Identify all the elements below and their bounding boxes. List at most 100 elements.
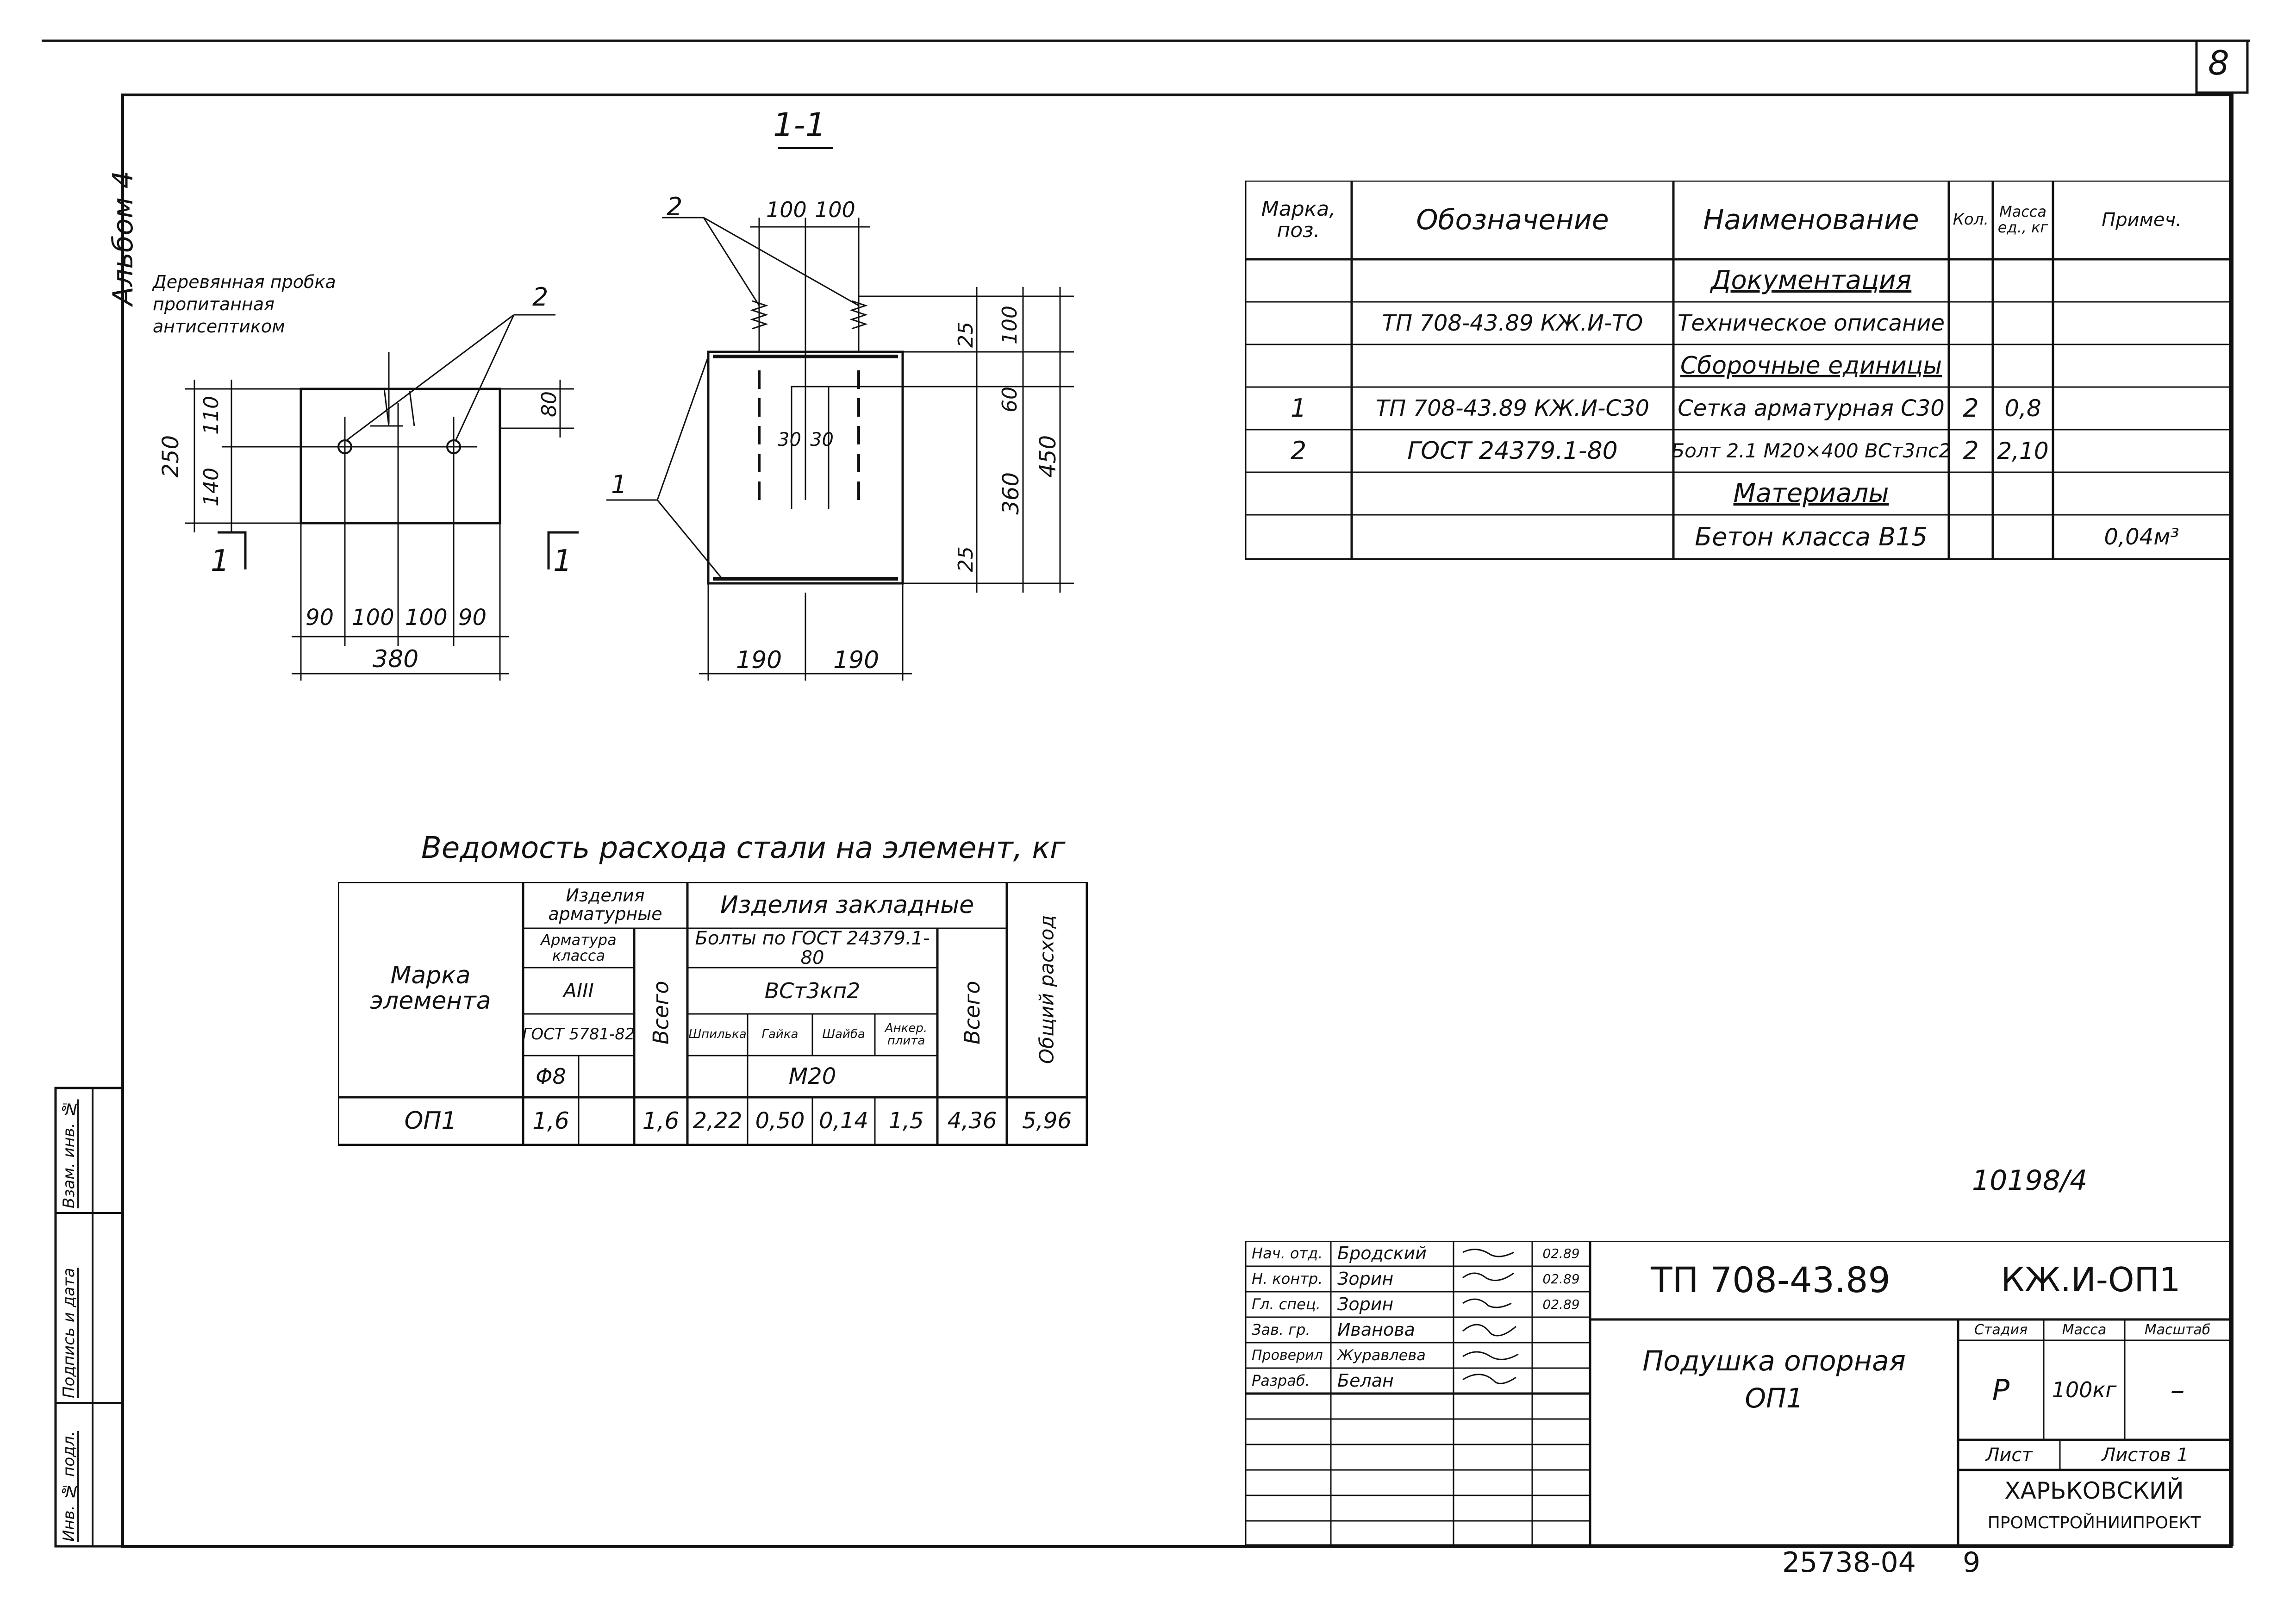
steel-header-washer: Шайба: [822, 1027, 865, 1042]
dim-r-360: 360: [998, 472, 1024, 515]
steel-row-rebar-dia: 1,6: [532, 1107, 569, 1135]
spec-row-note: 0,04м³: [2104, 524, 2179, 550]
tb-date-2: 02.89: [1542, 1296, 1580, 1312]
section-bolt-callout: 2: [667, 192, 683, 221]
tb-date-0: 02.89: [1542, 1245, 1580, 1261]
spec-row-qty: 2: [1963, 436, 1979, 465]
dim-r-100: 100: [998, 306, 1022, 344]
tb-sheets-label: Листов 1: [2102, 1444, 2189, 1466]
spec-header-mass: Масса ед., кг: [1997, 203, 2048, 236]
dim-bottom-190-b: 190: [833, 646, 880, 674]
dim-30-b: 30: [810, 429, 834, 450]
spec-row-name: Сетка арматурная С30: [1678, 395, 1945, 421]
spec-row-qty: 2: [1963, 393, 1979, 423]
steel-header-embed-total: Всего: [959, 981, 985, 1045]
steel-header-nut: Гайка: [761, 1027, 799, 1042]
steel-header-rebar-class-value: AIII: [563, 979, 594, 1002]
dim-100-a: 100: [352, 605, 394, 631]
tb-role-1: Н. контр.: [1252, 1269, 1323, 1288]
steel-row-stud: 2,22: [693, 1108, 742, 1134]
tb-role-3: Зав. гр.: [1252, 1320, 1310, 1338]
spec-table-grid: [1245, 181, 2231, 560]
tb-role-5: Разраб.: [1252, 1371, 1310, 1389]
tb-name-1: Зорин: [1337, 1268, 1394, 1289]
tb-name-4: Журавлева: [1337, 1346, 1426, 1364]
steel-row-nut: 0,50: [755, 1108, 805, 1134]
spec-row-name: Документация: [1710, 265, 1912, 295]
section-mark-right: 1: [553, 544, 572, 578]
dim-r-25-bottom: 25: [954, 546, 978, 572]
steel-row-embed-total: 4,36: [947, 1108, 997, 1134]
steel-header-embed-group: Изделия закладные: [720, 891, 974, 919]
dim-r-25-top: 25: [954, 322, 978, 348]
spec-row-designation: ГОСТ 24379.1-80: [1407, 437, 1618, 465]
plan-bolt-callout: 2: [532, 282, 549, 312]
dim-r-450: 450: [1035, 435, 1061, 478]
plug-label: Деревянная пробка: [153, 272, 336, 292]
tb-sheet-label: Лист: [1985, 1444, 2033, 1466]
title-block-grid: [1245, 1241, 2231, 1546]
dim-top-100-b: 100: [815, 197, 855, 222]
tb-date-1: 02.89: [1542, 1271, 1580, 1287]
spec-header-mark: Марка, поз.: [1261, 197, 1336, 242]
dim-r-60: 60: [998, 387, 1022, 413]
tb-item-mark: ОП1: [1745, 1382, 1803, 1414]
steel-row-rebar-total: 1,6: [642, 1107, 680, 1135]
tb-stage: Р: [1992, 1373, 2010, 1407]
spec-row-name: Болт 2.1 М20×400 ВСт3пс2: [1673, 439, 1949, 462]
spec-row-designation: ТП 708-43.89 КЖ.И-С30: [1375, 395, 1650, 421]
tb-doc-code: КЖ.И-ОП1: [2001, 1260, 2181, 1300]
plug-label-3: антисептиком: [153, 316, 285, 337]
tb-name-5: Белан: [1337, 1370, 1394, 1391]
plug-label-2: пропитанная: [153, 294, 275, 314]
section-title: 1-1: [773, 106, 826, 144]
sheet-number: 8: [2208, 44, 2229, 82]
steel-header-steel-grade: ВСт3кп2: [764, 978, 861, 1003]
section-mesh-callout: 1: [611, 470, 627, 499]
steel-row-mark: ОП1: [404, 1107, 457, 1135]
steel-row-grand-total: 5,96: [1022, 1108, 1072, 1134]
steel-header-rebar-group: Изделия арматурные: [548, 885, 662, 924]
tb-header-scale: Масштаб: [2144, 1321, 2211, 1338]
steel-header-rebar-diameter: Φ8: [536, 1063, 566, 1089]
dim-90-right: 90: [458, 605, 487, 631]
spec-row-name: Бетон класса В15: [1695, 522, 1928, 551]
tb-org-line-2: ПРОМСТРОЙНИИПРОЕКТ: [1987, 1513, 2201, 1533]
steel-header-m20: М20: [788, 1063, 836, 1089]
title-block: Нач. отд. Бродский 02.89 Н. контр. Зорин…: [1245, 1241, 2231, 1546]
spec-row-name: Материалы: [1733, 478, 1889, 508]
spec-row-name: Сборочные единицы: [1680, 351, 1942, 380]
spec-row-designation: ТП 708-43.89 КЖ.И-ТО: [1382, 310, 1643, 336]
spec-row-mark: 1: [1290, 393, 1307, 423]
tb-name-3: Иванова: [1337, 1319, 1415, 1340]
tb-project-code: ТП 708-43.89: [1651, 1259, 1890, 1301]
steel-table-grid: [338, 882, 1088, 1146]
steel-header-rebar-total: Всего: [648, 981, 674, 1045]
tb-name-2: Зорин: [1337, 1294, 1394, 1314]
section-mark-left: 1: [211, 544, 230, 578]
spec-header-qty: Кол.: [1953, 210, 1989, 229]
spec-header-name: Наименование: [1703, 203, 1919, 236]
tb-mass: 100кг: [2052, 1377, 2117, 1403]
steel-header-mark: Марка элемента: [370, 962, 491, 1015]
steel-table: Марка элемента Изделия арматурные Армату…: [338, 882, 1088, 1146]
tb-item-name: Подушка опорная: [1642, 1344, 1906, 1377]
bottom-code: 25738-04: [1782, 1546, 1916, 1579]
spec-header-designation: Обозначение: [1416, 203, 1609, 236]
steel-header-anchor: Анкер. плита: [885, 1021, 928, 1048]
dim-30-a: 30: [778, 429, 801, 450]
tb-role-0: Нач. отд.: [1252, 1244, 1323, 1262]
steel-table-title: Ведомость расхода стали на элемент, кг: [421, 831, 1066, 865]
steel-header-bolts: Болты по ГОСТ 24379.1-80: [695, 928, 930, 968]
steel-row-blank: [579, 1097, 634, 1145]
tb-org-line-1: ХАРЬКОВСКИЙ: [2004, 1477, 2184, 1504]
dim-380: 380: [373, 645, 419, 673]
archive-number: 10198/4: [1972, 1164, 2088, 1197]
specification-table: Марка, поз. Обозначение Наименование Кол…: [1245, 181, 2231, 560]
tb-header-stage: Стадия: [1974, 1321, 2028, 1338]
bottom-page: 9: [1963, 1546, 1981, 1579]
